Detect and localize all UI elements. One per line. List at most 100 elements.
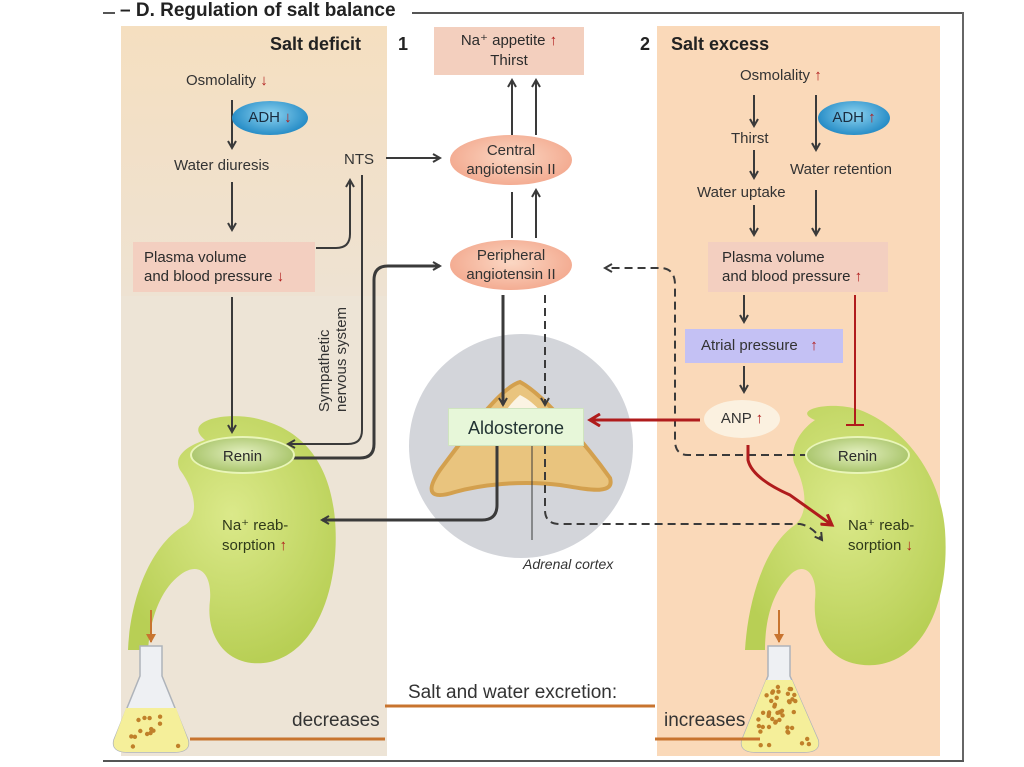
salt-particle (770, 690, 775, 695)
water-retention-label: Water retention (790, 161, 892, 178)
salt-particle (777, 717, 782, 723)
salt-particle (756, 717, 761, 722)
anp-ellipse: ANP ↑ (704, 400, 780, 438)
arrow-sympathetic-to-renin (288, 429, 363, 444)
peripheral-angiotensin-line1: Peripheral (476, 247, 546, 264)
up-arrow-icon: ↑ (549, 32, 558, 49)
left-na-line2: sorption (222, 537, 276, 554)
peripheral-angiotensin-line2: angiotensin II (466, 266, 556, 283)
aldosterone-box: Aldosterone (448, 408, 584, 446)
salt-particle (769, 698, 774, 704)
increases-label: increases (664, 710, 746, 731)
arrow-aldosterone-to-na-reabsorption (322, 446, 499, 520)
right-plasma-box: Plasma volume and blood pressure ↑ (708, 242, 888, 292)
up-arrow-icon: ↑ (755, 410, 764, 427)
salt-particle (773, 720, 778, 725)
up-arrow-icon: ↑ (854, 268, 863, 285)
left-na-reabsorption: Na⁺ reab- sorption ↑ (222, 516, 288, 556)
salt-particle (129, 734, 134, 739)
salt-particle (136, 717, 141, 723)
excretion-title: Salt and water excretion: (408, 682, 618, 703)
salt-particle (772, 702, 778, 707)
salt-particle (780, 713, 785, 718)
na-appetite-label: Na⁺ appetite (460, 32, 546, 49)
salt-particle (157, 714, 163, 719)
salt-particle (785, 725, 790, 730)
central-angiotensin-line2: angiotensin II (466, 161, 556, 178)
panel-number-1: 1 (398, 34, 409, 54)
left-adh-ellipse: ADH ↓ (232, 101, 308, 135)
salt-particle (805, 736, 810, 742)
dashed-arrow-renin-to-peripheral (605, 268, 808, 456)
salt-particle (760, 724, 765, 730)
arrow-renin-to-peripheral (283, 266, 440, 460)
salt-particle (806, 741, 812, 747)
salt-particle (785, 729, 790, 734)
salt-particle (766, 742, 772, 748)
salt-particle (756, 723, 762, 729)
atrial-pressure-label: Atrial pressure (701, 337, 798, 354)
central-angiotensin-line1: Central (486, 142, 536, 159)
right-na-line2: sorption (848, 537, 902, 554)
frame-line (103, 12, 115, 14)
down-arrow-icon: ↓ (284, 109, 292, 126)
kidney-left-icon (128, 416, 336, 664)
down-arrow-icon: ↓ (905, 537, 914, 554)
right-na-reabsorption: Na⁺ reab- sorption ↓ (848, 516, 914, 556)
adrenal-cortex-label: Adrenal cortex (523, 556, 614, 572)
na-appetite-thirst-box: Na⁺ appetite ↑ Thirst (434, 27, 584, 75)
frame-line (412, 12, 964, 14)
salt-particle (760, 710, 766, 715)
figure-title: – D. Regulation of salt balance (120, 0, 396, 21)
salt-particle (764, 693, 769, 698)
salt-particle (766, 724, 772, 730)
kidney-right-icon (745, 405, 946, 666)
dashed-arrow-aldosterone-to-right-na (544, 446, 822, 540)
up-arrow-icon: ↑ (810, 337, 818, 354)
left-osmolality-label: Osmolality (186, 72, 257, 89)
flask-right-fluid (741, 680, 819, 752)
right-osmolality-label: Osmolality (740, 67, 811, 84)
salt-particle (132, 734, 138, 739)
right-plasma-line1: Plasma volume (722, 249, 825, 266)
salt-particle (792, 692, 797, 698)
left-plasma-line1: Plasma volume (144, 249, 247, 266)
right-adh-ellipse: ADH ↑ (818, 101, 890, 135)
nts-label: NTS (344, 151, 374, 168)
sympathetic-line1: Sympathetic (316, 329, 333, 412)
up-arrow-icon: ↑ (814, 67, 822, 84)
right-na-line1: Na⁺ reab- (848, 517, 915, 534)
salt-particle (758, 729, 763, 734)
arrow-plasma-to-nts (316, 180, 350, 249)
left-renin-ellipse: Renin (190, 436, 295, 474)
left-plasma-box: Plasma volume and blood pressure ↓ (133, 242, 315, 292)
salt-particle (144, 731, 150, 737)
water-uptake-label: Water uptake (697, 184, 786, 201)
peripheral-angiotensin-ellipse: Peripheral angiotensin II (450, 240, 572, 290)
central-angiotensin-ellipse: Central angiotensin II (450, 135, 572, 185)
frame-line (103, 760, 964, 762)
salt-particle (147, 715, 152, 721)
salt-particle (149, 726, 154, 732)
up-arrow-icon: ↑ (279, 537, 288, 554)
salt-particle (142, 715, 147, 721)
salt-particles-left (129, 714, 181, 749)
atrial-pressure-box: Atrial pressure ↑ (685, 329, 843, 363)
left-adh-label: ADH (248, 109, 280, 126)
salt-particle (776, 689, 781, 694)
salt-particle (130, 744, 136, 749)
salt-excess-header: Salt excess (671, 34, 770, 54)
salt-particle (799, 741, 805, 746)
right-plasma-line2: and blood pressure (722, 268, 851, 285)
down-arrow-icon: ↓ (260, 72, 268, 89)
sympathetic-nervous-system-label: Sympathetic nervous system (316, 307, 350, 412)
salt-deficit-header: Salt deficit (270, 34, 362, 54)
anp-label: ANP (720, 410, 752, 427)
salt-particle (785, 691, 791, 696)
salt-particle (786, 699, 792, 704)
thirst-label: Thirst (490, 52, 528, 69)
up-arrow-icon: ↑ (868, 109, 876, 126)
salt-particle (774, 695, 779, 700)
left-osmolality: Osmolality ↓ (186, 72, 268, 89)
